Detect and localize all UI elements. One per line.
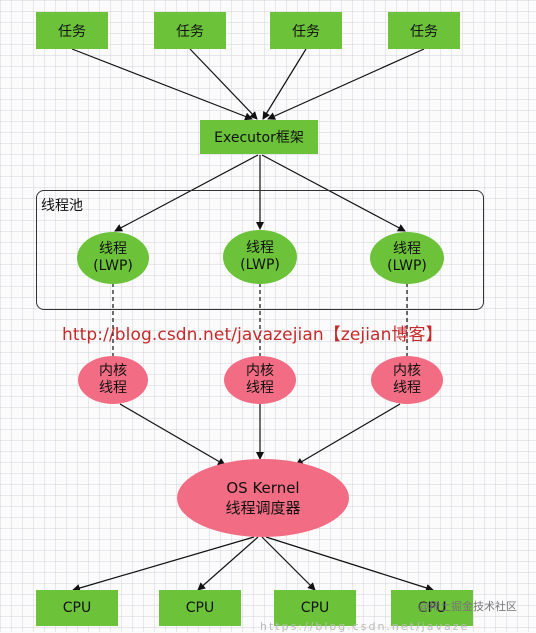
arrow-kernel-cpu4 xyxy=(265,536,434,592)
lwp-thread-2-line1: 线程 xyxy=(246,240,274,256)
lwp-thread-3-line2: (LWP) xyxy=(387,258,427,274)
os-kernel-scheduler: OS Kernel 线程调度器 xyxy=(177,459,349,537)
task-box-3: 任务 xyxy=(270,12,342,49)
arrow-kthread3-kernel xyxy=(295,403,401,466)
task-box-4: 任务 xyxy=(388,12,460,49)
kernel-thread-2-line2: 线程 xyxy=(246,380,274,396)
watermark: @稀土掘金技术社区 xyxy=(418,600,517,613)
watermark-bottom: https://blog.csdn.net/javaze xyxy=(260,620,470,633)
os-kernel-line2: 线程调度器 xyxy=(225,499,301,517)
arrow-task1-executor xyxy=(71,48,253,121)
lwp-thread-2: 线程 (LWP) xyxy=(223,230,297,284)
arrow-kthread1-kernel xyxy=(119,403,226,466)
arrow-task3-executor xyxy=(262,48,307,120)
lwp-thread-1: 线程 (LWP) xyxy=(77,232,149,284)
thread-pool-label: 线程池 xyxy=(41,198,83,214)
thread-pool-container xyxy=(36,190,484,310)
arrow-executor-lwp1 xyxy=(114,154,259,232)
task-box-2: 任务 xyxy=(154,12,226,49)
arrow-task2-executor xyxy=(189,48,258,120)
arrow-task4-executor xyxy=(267,48,425,120)
kernel-thread-2-line1: 内核 xyxy=(246,363,274,379)
lwp-thread-1-line2: (LWP) xyxy=(93,258,133,274)
arrow-kernel-cpu1 xyxy=(72,536,255,592)
lwp-thread-3-line1: 线程 xyxy=(393,241,421,257)
cpu-box-1: CPU xyxy=(36,590,118,626)
lwp-thread-2-line2: (LWP) xyxy=(240,257,280,273)
cpu-box-4: CPU xyxy=(391,590,473,626)
kernel-thread-1-line2: 线程 xyxy=(99,380,127,396)
arrow-kernel-cpu3 xyxy=(261,536,316,591)
kernel-thread-3: 内核 线程 xyxy=(371,356,443,404)
kernel-thread-1-line1: 内核 xyxy=(99,363,127,379)
lwp-thread-1-line1: 线程 xyxy=(99,241,127,257)
kernel-thread-2: 内核 线程 xyxy=(224,356,296,404)
arrow-kernel-cpu2 xyxy=(197,536,259,591)
blog-url-text: http://blog.csdn.net/javazejian【zejian博客… xyxy=(62,325,443,345)
kernel-thread-1: 内核 线程 xyxy=(78,356,148,404)
task-box-1: 任务 xyxy=(36,12,108,49)
kernel-thread-3-line1: 内核 xyxy=(393,363,421,379)
cpu-box-3: CPU xyxy=(274,590,356,626)
os-kernel-line1: OS Kernel xyxy=(226,479,300,497)
lwp-thread-3: 线程 (LWP) xyxy=(370,232,444,284)
cpu-box-2: CPU xyxy=(159,590,241,626)
executor-box: Executor框架 xyxy=(200,120,318,154)
kernel-thread-3-line2: 线程 xyxy=(393,380,421,396)
arrow-executor-lwp3 xyxy=(261,154,406,232)
